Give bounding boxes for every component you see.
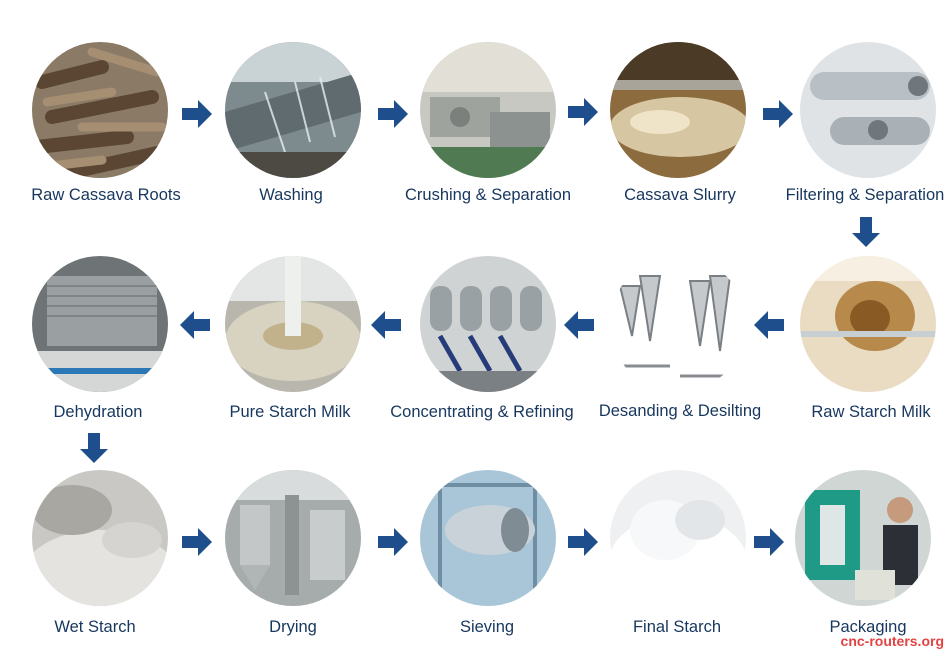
arrow-right-icon xyxy=(180,525,214,559)
step-dehydration-image xyxy=(32,256,168,392)
step-crushing-separation-image xyxy=(420,42,556,178)
step-label: Wet Starch xyxy=(54,618,136,636)
step-label: Packaging xyxy=(829,618,907,636)
step-label: Sieving xyxy=(459,618,515,636)
step-label: Washing xyxy=(259,186,323,204)
step-label: Final Starch xyxy=(632,618,722,636)
step-filtering-separation-image xyxy=(800,42,936,178)
step-washing-image xyxy=(225,42,361,178)
arrow-left-icon xyxy=(752,308,786,342)
arrow-down-icon xyxy=(77,431,111,465)
step-packaging-image xyxy=(795,470,931,606)
arrow-right-icon xyxy=(376,97,410,131)
arrow-right-icon xyxy=(752,525,786,559)
arrow-left-icon xyxy=(562,308,596,342)
arrow-right-icon xyxy=(180,97,214,131)
step-label: Raw Cassava Roots xyxy=(31,186,181,204)
arrow-down-icon xyxy=(849,215,883,249)
arrow-right-icon xyxy=(566,525,600,559)
watermark-text: cnc-routers.org xyxy=(840,633,944,649)
step-pure-starch-milk-image xyxy=(225,256,361,392)
step-concentrating-refining-image xyxy=(420,256,556,392)
step-label: Drying xyxy=(269,618,317,636)
step-label: Pure Starch Milk xyxy=(229,403,351,421)
step-raw-cassava-roots-image xyxy=(32,42,168,178)
step-label: Dehydration xyxy=(53,403,143,421)
step-label: Raw Starch Milk xyxy=(811,403,931,421)
step-label: Cassava Slurry xyxy=(624,186,736,204)
arrow-left-icon xyxy=(178,308,212,342)
arrow-right-icon xyxy=(761,97,795,131)
step-sieving-image xyxy=(420,470,556,606)
arrow-right-icon xyxy=(566,95,600,129)
step-label: Filtering & Separation xyxy=(785,186,945,204)
step-label: Desanding & Desilting xyxy=(598,402,762,420)
step-drying-image xyxy=(225,470,361,606)
step-final-starch-image xyxy=(610,470,746,606)
step-raw-starch-milk-image xyxy=(800,256,936,392)
step-cassava-slurry-image xyxy=(610,42,746,178)
step-label: Crushing & Separation xyxy=(404,186,571,204)
arrow-right-icon xyxy=(376,525,410,559)
step-wet-starch-image xyxy=(32,470,168,606)
step-label: Concentrating & Refining xyxy=(390,403,574,421)
step-desanding-desilting-image xyxy=(610,256,746,392)
arrow-left-icon xyxy=(369,308,403,342)
